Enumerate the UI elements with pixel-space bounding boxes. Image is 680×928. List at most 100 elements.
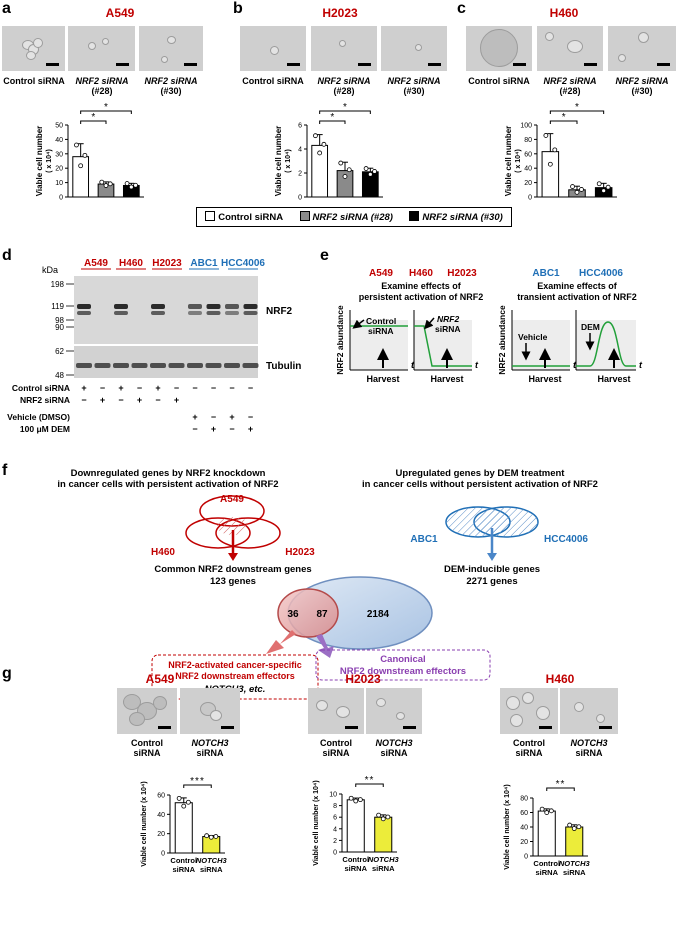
- treatment-sign: −: [192, 424, 197, 434]
- band-label-tubulin: Tubulin: [266, 361, 301, 372]
- panel-letter-g: g: [2, 665, 12, 682]
- label-c-28: NRF2 siRNA(#28): [543, 76, 597, 96]
- cell-line-label: A549: [369, 268, 393, 279]
- nrf2-band: [206, 311, 221, 315]
- venn-arrowhead: [487, 553, 497, 561]
- treatment-sign: −: [248, 383, 253, 393]
- x-tick-label: Control: [170, 856, 197, 865]
- data-point: [605, 184, 611, 190]
- lane-label: A549: [84, 258, 108, 269]
- data-point: [579, 187, 584, 192]
- y-tick-label: 60: [157, 793, 165, 800]
- legend-abc: Control siRNA NRF2 siRNA (#28) NRF2 siRN…: [196, 207, 512, 227]
- kda-marker: 119: [51, 302, 64, 311]
- data-point: [363, 166, 369, 171]
- treatment-sign: −: [248, 412, 253, 422]
- nrf2-curve: [414, 325, 472, 367]
- data-point: [570, 184, 575, 189]
- count-87: 87: [316, 609, 328, 620]
- nrf2-band: [225, 304, 239, 309]
- bar: [346, 799, 365, 853]
- significance-bracket: [80, 120, 107, 124]
- nrf2-band: [243, 304, 258, 309]
- y-tick-label: 40: [55, 137, 63, 144]
- y-tick-label: 2: [333, 838, 337, 845]
- tubulin-band: [168, 363, 185, 368]
- significance-bracket: [183, 784, 212, 788]
- treatment-sign: +: [248, 424, 253, 434]
- legend-item-30: NRF2 siRNA (#30): [409, 211, 503, 223]
- y-tick-label: 100: [520, 123, 532, 130]
- panel-g-title-h2023: H2023: [345, 672, 381, 686]
- treatment-sign: +: [81, 383, 86, 393]
- nrf2-band: [114, 311, 128, 315]
- schematic-title: Examine effects of: [381, 281, 462, 291]
- micrograph-b-nrf2-30: [381, 26, 447, 71]
- tubulin-band: [94, 363, 111, 368]
- significance-bracket: [549, 110, 605, 114]
- y-tick-label: 60: [520, 810, 528, 817]
- treatment-sign: +: [100, 395, 105, 405]
- significance-star: *: [104, 102, 108, 113]
- schematic-title: Examine effects of: [537, 281, 618, 291]
- y-tick-label: 10: [329, 792, 337, 799]
- y-tick-label: 0: [528, 195, 532, 202]
- panel-c-title: H460: [549, 6, 579, 20]
- panel-letter-a: a: [2, 0, 11, 17]
- data-point: [103, 183, 109, 188]
- data-point: [133, 182, 138, 188]
- label-a-control: Control siRNA: [3, 76, 65, 86]
- y-axis-label: Viable cell number (x 10⁴): [504, 784, 511, 869]
- y-tick-label: 10: [55, 180, 63, 187]
- harvest-label: Harvest: [597, 374, 630, 384]
- significance-star: *: [91, 112, 95, 123]
- treatment-sign: −: [118, 395, 123, 405]
- lane-label: H460: [119, 258, 143, 269]
- x-tick-label: siRNA: [372, 864, 395, 873]
- venn-fill: [474, 507, 538, 537]
- significance-star: **: [556, 779, 566, 790]
- micrograph-c-nrf2-28: [537, 26, 603, 71]
- bar: [72, 156, 90, 198]
- significance-bracket: [319, 110, 371, 114]
- cell-line-label: H2023: [447, 268, 477, 279]
- data-point: [601, 188, 607, 194]
- nrf2-band: [77, 304, 91, 309]
- schematic-ylabel: NRF2 abundance: [335, 305, 345, 375]
- tubulin-band: [242, 363, 259, 368]
- treatment-sign: −: [100, 383, 105, 393]
- f-right-header: in cancer cells without persistent activ…: [362, 479, 598, 490]
- y-tick-label: 80: [520, 796, 528, 803]
- y-tick-label: 0: [59, 195, 63, 202]
- venn-intersection: [217, 517, 249, 535]
- t-label: t: [639, 360, 643, 370]
- bar: [541, 151, 560, 198]
- venn-f: Downregulated genes by NRF2 knockdownin …: [57, 468, 598, 700]
- box-purple-text: NRF2 downstream effectors: [340, 666, 466, 677]
- data-point: [543, 133, 549, 138]
- data-point: [204, 833, 210, 839]
- shade: [414, 320, 472, 370]
- nrf2-label: NRF2: [437, 314, 459, 324]
- data-point: [380, 816, 386, 822]
- micrograph-g-a549-control: [117, 688, 177, 734]
- treatment-sign: −: [211, 383, 216, 393]
- shade: [512, 320, 570, 370]
- vehicle-label: Vehicle: [518, 332, 548, 342]
- micrograph-a-nrf2-30: [139, 26, 203, 71]
- bar: [537, 810, 556, 857]
- micrograph-g-a549-notch3: [180, 688, 240, 734]
- harvest-label: Harvest: [528, 374, 561, 384]
- y-axis-label: Viable cell number: [35, 126, 44, 197]
- data-point: [317, 150, 323, 156]
- lane-label: HCC4006: [221, 258, 265, 269]
- significance-star: *: [562, 112, 566, 123]
- treatment-sign: +: [192, 412, 197, 422]
- legend-item-28: NRF2 siRNA (#28): [299, 211, 393, 223]
